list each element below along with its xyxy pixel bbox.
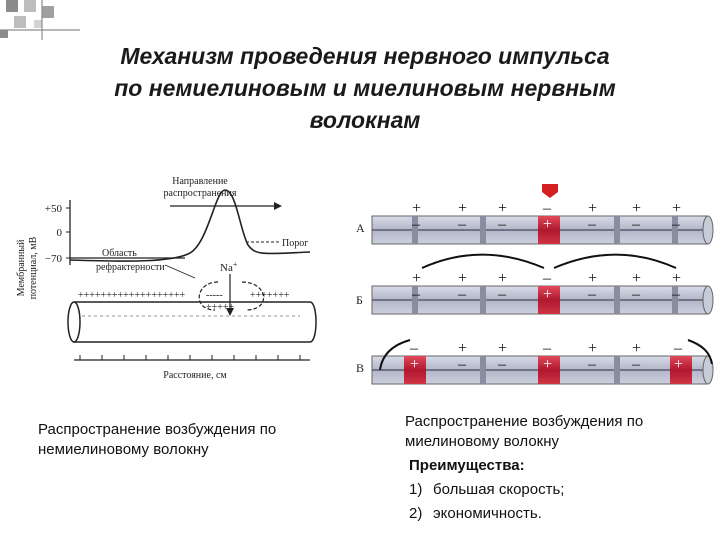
row-label-a: А: [356, 221, 365, 235]
refractory-label-1: Область: [102, 248, 137, 259]
fiber-row-b: Б: [356, 253, 714, 315]
svg-text:+: +: [674, 356, 683, 373]
fiber-row-a: А: [356, 215, 714, 245]
svg-text:–: –: [497, 356, 507, 373]
svg-text:–: –: [631, 356, 641, 373]
row-a-charges: + + + – + + + – – – + – – –: [411, 200, 681, 233]
svg-text:+: +: [458, 200, 467, 217]
row-b-charges: + + + – + + + – – – + – – –: [411, 270, 681, 303]
caption-myelinated-line-2: миелиновому волокну: [405, 433, 560, 450]
svg-text:+: +: [588, 270, 597, 287]
svg-text:+: +: [458, 270, 467, 287]
fiber-row-c: В: [356, 339, 714, 385]
svg-text:–: –: [671, 216, 681, 233]
local-current-loop-left: [198, 281, 219, 311]
title-line-2: по немиелиновым и миелиновым нервным: [114, 75, 616, 101]
svg-text:–: –: [631, 286, 641, 303]
direction-label-1: Направление: [172, 176, 228, 187]
svg-text:+: +: [632, 340, 641, 357]
svg-text:–: –: [631, 216, 641, 233]
stimulus-arrow: [542, 184, 558, 198]
direction-arrowhead: [274, 202, 282, 210]
inner-plus: +++++: [206, 302, 235, 313]
svg-text:+: +: [412, 200, 421, 217]
svg-text:+: +: [543, 356, 552, 373]
current-arc-right-c: [687, 339, 713, 365]
svg-text:+: +: [498, 340, 507, 357]
refractory-label-2: рефрактерности: [96, 262, 165, 273]
svg-text:–: –: [587, 216, 597, 233]
svg-text:–: –: [542, 270, 552, 287]
advantages-list: 1) большая скорость; 2) экономичность.: [409, 480, 705, 524]
svg-text:–: –: [411, 216, 421, 233]
svg-text:–: –: [411, 286, 421, 303]
local-current-loop-right: [241, 281, 265, 311]
svg-text:+: +: [543, 216, 552, 233]
svg-text:+: +: [410, 356, 419, 373]
svg-text:+: +: [458, 340, 467, 357]
row-label-b: Б: [356, 293, 363, 307]
caption-myelinated-line-1: Распространение возбуждения по: [405, 413, 644, 430]
title-line-1: Механизм проведения нервного импульса: [120, 43, 610, 69]
row-label-c: В: [356, 361, 364, 375]
svg-text:–: –: [457, 356, 467, 373]
title-line-3: волокнам: [309, 107, 421, 133]
advantage-text: большая скорость;: [433, 481, 565, 498]
axon-cylinder: [67, 301, 317, 343]
action-potential-curve: [69, 189, 311, 262]
tick-minus70: −70: [45, 253, 63, 265]
outer-plus-left: +++++++++++++++++++: [78, 290, 186, 301]
current-arc-left-b: [421, 253, 545, 269]
slide-title: Механизм проведения нервного импульса по…: [40, 40, 690, 136]
svg-text:+: +: [672, 200, 681, 217]
threshold-label: Порог: [282, 238, 308, 249]
corner-decoration: [0, 0, 80, 40]
sodium-label: Na+: [220, 260, 238, 274]
svg-text:–: –: [409, 340, 419, 357]
y-axis-label-1: Мембранный: [16, 239, 27, 296]
svg-text:–: –: [497, 216, 507, 233]
outer-plus-right: +++++++: [250, 290, 290, 301]
advantage-item: 2) экономичность.: [409, 504, 705, 524]
svg-text:–: –: [457, 216, 467, 233]
advantage-item: 1) большая скорость;: [409, 480, 705, 500]
svg-text:–: –: [542, 340, 552, 357]
x-axis-label: Расстояние, см: [163, 370, 227, 381]
direction-label-2: распространения: [164, 188, 237, 199]
svg-text:–: –: [673, 340, 683, 357]
svg-text:–: –: [587, 356, 597, 373]
svg-text:–: –: [671, 286, 681, 303]
svg-text:+: +: [588, 340, 597, 357]
advantage-number: 2): [409, 505, 423, 522]
y-axis-label-2: потенциал, мВ: [28, 236, 39, 299]
svg-text:+: +: [543, 286, 552, 303]
svg-text:+: +: [672, 270, 681, 287]
tick-plus50: +50: [45, 203, 63, 215]
unmyelinated-fiber-figure: Мембранный потенциал, мВ +50 0 −70 Порог…: [16, 176, 317, 381]
svg-text:+: +: [412, 270, 421, 287]
outer-minus-mid: -----: [206, 290, 223, 301]
tick-zero: 0: [57, 227, 63, 239]
advantage-text: экономичность.: [433, 505, 542, 522]
svg-text:–: –: [587, 286, 597, 303]
svg-text:+: +: [498, 200, 507, 217]
svg-text:+: +: [632, 200, 641, 217]
advantage-number: 1): [409, 481, 423, 498]
svg-text:+: +: [632, 270, 641, 287]
current-arc-right-b: [553, 253, 677, 269]
svg-text:–: –: [497, 286, 507, 303]
caption-myelinated: Распространение возбуждения по миелиново…: [405, 412, 705, 524]
myelinated-fiber-figure: А + + + – + + + – – – + – – – Б: [356, 184, 714, 385]
svg-text:–: –: [457, 286, 467, 303]
row-c-charges: – + + – + + – + – – + – – +: [409, 340, 683, 373]
current-arc-left-c: [379, 339, 411, 371]
advantages-title: Преимущества:: [409, 457, 525, 474]
caption-unmyelinated: Распространение возбуждения по немиелино…: [38, 421, 277, 458]
svg-text:+: +: [498, 270, 507, 287]
svg-text:–: –: [542, 200, 552, 217]
svg-text:+: +: [588, 200, 597, 217]
